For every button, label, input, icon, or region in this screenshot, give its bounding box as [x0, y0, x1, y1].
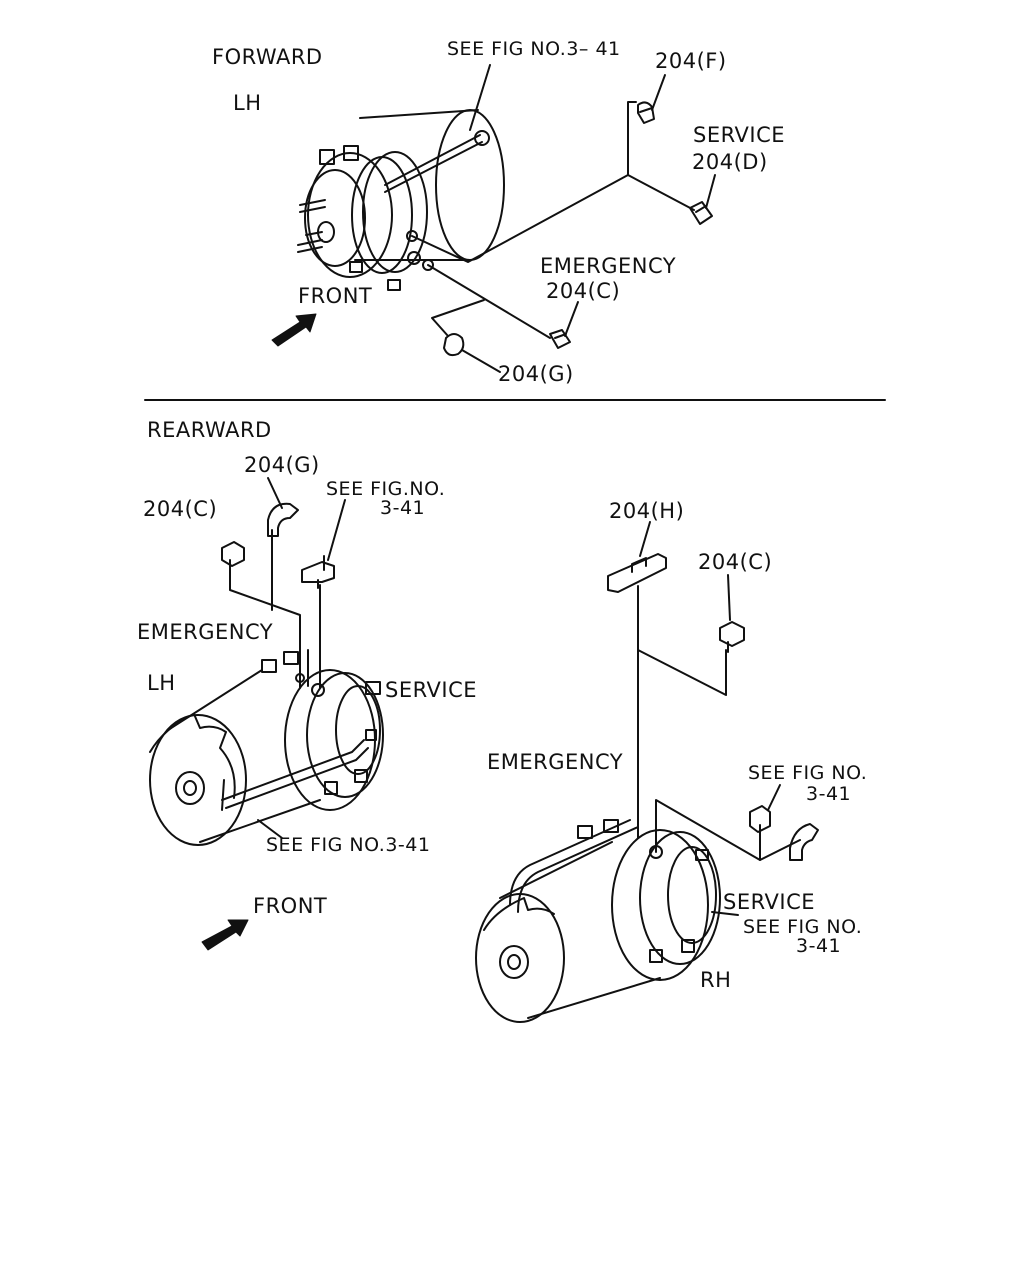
- rearward-lh-fittings: [221, 502, 335, 589]
- rearward-rh-callout-204c: 204(C): [698, 550, 773, 574]
- forward-see-fig-label: SEE FIG NO.3– 41: [447, 38, 621, 60]
- forward-callout-204c: 204(C): [546, 279, 621, 303]
- rearward-rh-callout-204h: 204(H): [609, 499, 685, 523]
- rearward-lh-leader-lines: [229, 477, 346, 839]
- rearward-lh-callout-204c: 204(C): [143, 497, 218, 521]
- forward-emergency-label: EMERGENCY: [540, 254, 677, 278]
- rearward-lh-see-fig-number: 3-41: [380, 497, 426, 519]
- forward-fittings: [443, 101, 713, 357]
- forward-callout-204d: 204(D): [692, 150, 768, 174]
- rearward-lh-front-label: FRONT: [253, 894, 328, 918]
- rearward-lh-service-label: SERVICE: [385, 678, 478, 702]
- rearward-rh-emergency-label: EMERGENCY: [487, 750, 624, 774]
- rearward-rh-service-label: SERVICE: [723, 890, 816, 914]
- forward-brake-chamber: [297, 109, 505, 291]
- forward-side-label: LH: [233, 91, 262, 115]
- rearward-rh-side-label: RH: [700, 968, 732, 992]
- forward-title: FORWARD: [212, 45, 323, 69]
- rearward-rh-see-fig-top-number: 3-41: [806, 783, 852, 805]
- rearward-lh-brake-chamber: [149, 651, 384, 846]
- forward-front-label: FRONT: [298, 284, 373, 308]
- forward-service-label: SERVICE: [693, 123, 786, 147]
- rearward-lh-front-arrow-icon: [201, 919, 249, 951]
- forward-callout-204g: 204(G): [498, 362, 574, 386]
- rearward-title: REARWARD: [147, 418, 272, 442]
- forward-front-arrow-icon: [271, 313, 317, 347]
- rearward-lh-see-fig-bottom-label: SEE FIG NO.3-41: [266, 834, 431, 856]
- forward-callout-204f: 204(F): [655, 49, 727, 73]
- rearward-lh-emergency-label: EMERGENCY: [137, 620, 274, 644]
- rearward-lh-side-label: LH: [147, 671, 176, 695]
- rearward-rh-brake-chamber: [475, 819, 721, 1023]
- rearward-lh-callout-204g: 204(G): [244, 453, 320, 477]
- rearward-rh-fittings: [607, 553, 819, 861]
- rearward-lh-see-fig-label: SEE FIG.NO.: [326, 478, 446, 500]
- rearward-rh-leader-lines: [637, 521, 801, 916]
- rearward-rh-see-fig-bottom-number: 3-41: [796, 935, 842, 957]
- forward-leader-lines: [411, 64, 716, 373]
- rearward-rh-see-fig-top-label: SEE FIG NO.: [748, 762, 868, 784]
- rearward-rh-see-fig-bottom-label: SEE FIG NO.: [743, 916, 863, 938]
